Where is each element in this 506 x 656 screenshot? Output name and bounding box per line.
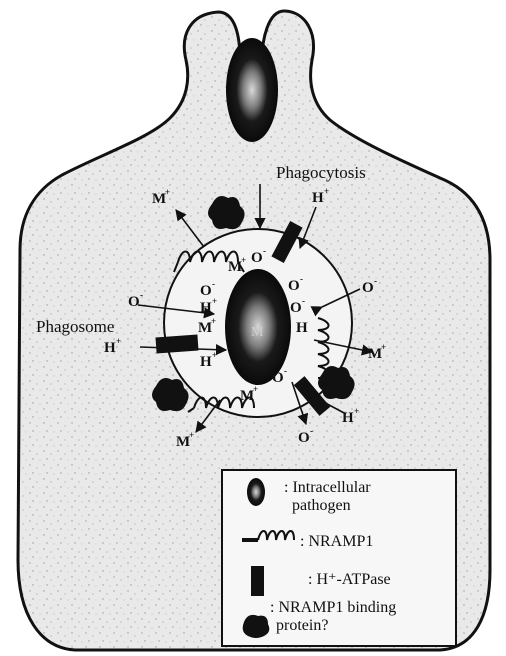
svg-text:+: + — [189, 430, 194, 440]
svg-text:O: O — [288, 278, 300, 294]
svg-text:-: - — [300, 274, 303, 284]
svg-text:H: H — [312, 190, 324, 206]
svg-text:H: H — [200, 354, 212, 370]
svg-text:-: - — [140, 290, 143, 300]
legend-pathogen-icon — [247, 478, 265, 506]
engulfed-pathogen — [226, 38, 278, 142]
svg-text:O: O — [128, 294, 140, 310]
phagocytosis-label: Phagocytosis — [276, 163, 366, 182]
legend-h-atpase-label: : H⁺-ATPase — [308, 571, 391, 588]
svg-text:+: + — [324, 186, 329, 196]
pathogen-m-label: M — [251, 325, 264, 340]
svg-text:-: - — [310, 426, 313, 436]
svg-text:+: + — [381, 342, 386, 352]
svg-text:-: - — [302, 296, 305, 306]
svg-text:H: H — [296, 320, 308, 336]
svg-text:O: O — [362, 280, 374, 296]
svg-text:-: - — [374, 276, 377, 286]
legend-binding-line2: protein? — [276, 617, 328, 634]
svg-text:O: O — [298, 430, 310, 446]
svg-text:+: + — [165, 187, 170, 197]
legend-binding-line1: : NRAMP1 binding — [270, 599, 396, 616]
svg-text:+: + — [354, 406, 359, 416]
svg-text:+: + — [116, 336, 121, 346]
legend-binding-protein-icon — [243, 615, 270, 638]
svg-text:O: O — [272, 370, 284, 386]
svg-text:H: H — [200, 300, 212, 316]
svg-text:O: O — [251, 250, 263, 266]
legend-h-atpase-icon — [251, 566, 264, 596]
phagosome-label: Phagosome — [36, 317, 114, 336]
legend-pathogen-line1: : Intracellular — [284, 479, 371, 496]
svg-text:O: O — [200, 283, 212, 299]
legend-pathogen-line2: pathogen — [292, 497, 351, 514]
svg-text:+: + — [212, 350, 217, 360]
svg-text:-: - — [263, 246, 266, 256]
svg-text:+: + — [241, 255, 246, 265]
svg-text:+: + — [212, 296, 217, 306]
svg-text:+: + — [253, 384, 258, 394]
legend: : Intracellular pathogen : NRAMP1 : H⁺-A… — [222, 470, 456, 646]
svg-text:H: H — [342, 410, 354, 426]
svg-text:O: O — [290, 300, 302, 316]
svg-text:+: + — [211, 316, 216, 326]
svg-text:-: - — [212, 279, 215, 289]
legend-nramp1-label: : NRAMP1 — [300, 533, 373, 550]
svg-text:-: - — [284, 366, 287, 376]
svg-text:H: H — [104, 340, 116, 356]
